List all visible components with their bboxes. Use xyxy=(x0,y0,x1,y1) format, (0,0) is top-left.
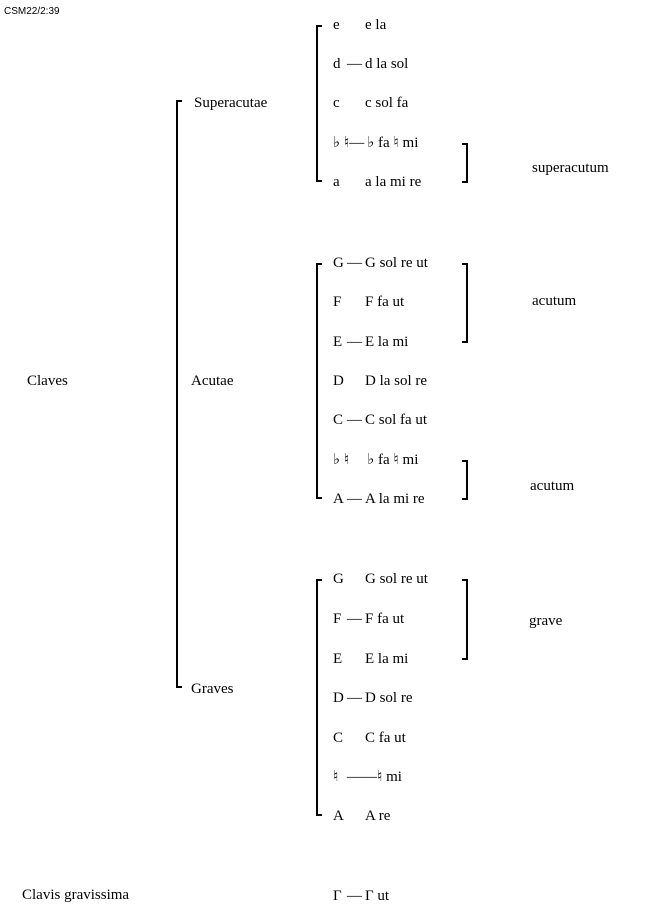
hexachord-bracket xyxy=(460,263,468,343)
clavis-key: E xyxy=(333,651,343,667)
clavis-row: ♭ ♮—♭ fa ♮ mi xyxy=(333,134,418,152)
page-header: CSM22/2:39 xyxy=(4,6,60,17)
hexachord-label: grave xyxy=(529,613,563,629)
clavis-row: c c sol fa xyxy=(333,94,408,112)
clavis-name: D la sol re xyxy=(365,373,428,389)
clavis-key: F xyxy=(333,294,342,310)
hexachord-label: superacutum xyxy=(532,160,609,176)
clavis-name: c sol fa xyxy=(365,95,409,111)
clavis-connector: — xyxy=(347,412,362,428)
clavis-key: c xyxy=(333,95,340,111)
clavis-name: F fa ut xyxy=(365,294,405,310)
hexachord-label: acutum xyxy=(530,478,575,494)
clavis-connector: — xyxy=(347,611,362,627)
clavis-name: Γ ut xyxy=(365,888,390,904)
clavis-row: C C fa ut xyxy=(333,729,406,747)
clavis-key: A xyxy=(333,808,344,824)
clavis-connector: — xyxy=(347,888,362,904)
clavis-row: D D la sol re xyxy=(333,372,427,390)
hexachord-bracket xyxy=(460,143,468,183)
clavis-key: D xyxy=(333,373,344,389)
clavis-name: E la mi xyxy=(365,334,409,350)
clavis-key: ♭ ♮ xyxy=(333,452,350,468)
clavis-name: ♭ fa ♮ mi xyxy=(367,135,419,151)
clavis-connector: — xyxy=(347,491,362,507)
clavis-row: ♮ ——♮ mi xyxy=(333,768,402,786)
clavis-row: E—E la mi xyxy=(333,333,408,351)
acutae-bracket xyxy=(316,263,322,499)
clavis-key: ♮ xyxy=(333,769,339,785)
clavis-connector: — xyxy=(347,56,362,72)
clavis-connector: — xyxy=(349,135,365,151)
root-label: Claves xyxy=(27,373,68,389)
group-label-graves: Graves xyxy=(191,681,234,697)
clavis-row: F F fa ut xyxy=(333,293,404,311)
clavis-row: F —F fa ut xyxy=(333,610,404,628)
clavis-row: G G sol re ut xyxy=(333,570,428,588)
clavis-name: e la xyxy=(365,17,387,33)
group-label-superacutae: Superacutae xyxy=(194,95,268,111)
hexachord-bracket xyxy=(460,579,468,660)
clavis-row: d —d la sol xyxy=(333,55,408,73)
clavis-row: A—A la mi re xyxy=(333,490,425,508)
clavis-name: A la mi re xyxy=(365,491,425,507)
hexachord-label: acutum xyxy=(532,293,577,309)
clavis-connector: — xyxy=(347,255,362,271)
clavis-connector: — xyxy=(347,690,362,706)
clavis-row: Γ —Γ ut xyxy=(333,887,389,905)
superacutae-bracket xyxy=(316,25,322,182)
clavis-key: e xyxy=(333,17,340,33)
clavis-key: G xyxy=(333,255,344,271)
clavis-name: F fa ut xyxy=(365,611,405,627)
graves-bracket xyxy=(316,579,322,816)
clavis-name: a la mi re xyxy=(365,174,422,190)
clavis-name: G sol re ut xyxy=(365,255,428,271)
gravissima-label: Clavis gravissima xyxy=(22,887,130,903)
clavis-key: G xyxy=(333,571,344,587)
clavis-name: A re xyxy=(365,808,391,824)
clavis-row: A A re xyxy=(333,807,390,825)
clavis-row: E E la mi xyxy=(333,650,408,668)
clavis-row: a a la mi re xyxy=(333,173,421,191)
clavis-name: ♮ mi xyxy=(377,769,402,785)
clavis-row: G—G sol re ut xyxy=(333,254,428,272)
clavis-name: E la mi xyxy=(365,651,409,667)
clavis-key: F xyxy=(333,611,342,627)
clavis-key: a xyxy=(333,174,340,190)
clavis-key: C xyxy=(333,730,344,746)
clavis-key: E xyxy=(333,334,343,350)
clavis-key: D xyxy=(333,690,344,706)
clavis-name: D sol re xyxy=(365,690,413,706)
clavis-name: C sol fa ut xyxy=(365,412,428,428)
clavis-name: C fa ut xyxy=(365,730,406,746)
clavis-key: Γ xyxy=(333,888,342,904)
clavis-connector: —— xyxy=(347,769,377,785)
clavis-key: d xyxy=(333,56,341,72)
clavis-row: ♭ ♮ ♭ fa ♮ mi xyxy=(333,451,418,469)
group-label-acutae: Acutae xyxy=(191,373,234,389)
clavis-key: C xyxy=(333,412,344,428)
clavis-name: G sol re ut xyxy=(365,571,428,587)
hexachord-bracket xyxy=(460,460,468,500)
clavis-row: D—D sol re xyxy=(333,689,413,707)
clavis-name: ♭ fa ♮ mi xyxy=(367,452,419,468)
claves-bracket xyxy=(176,100,182,688)
clavis-key: ♭ ♮ xyxy=(333,135,350,151)
clavis-connector: — xyxy=(347,334,362,350)
clavis-row: e e la xyxy=(333,16,386,34)
clavis-row: C—C sol fa ut xyxy=(333,411,427,429)
clavis-name: d la sol xyxy=(365,56,409,72)
clavis-key: A xyxy=(333,491,344,507)
